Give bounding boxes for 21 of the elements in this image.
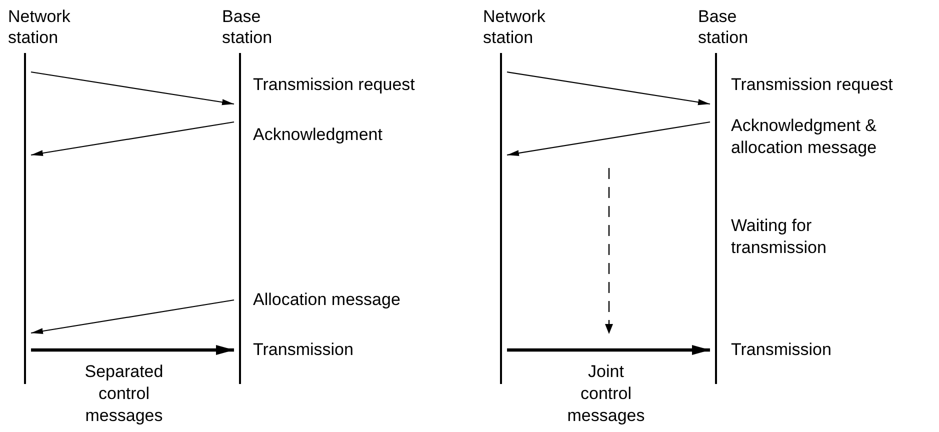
message-arrow	[506, 71, 710, 106]
message-arrow	[30, 121, 234, 156]
note-text: Separated control messages	[84, 361, 164, 427]
edge-label: Allocation message	[253, 289, 402, 311]
edge-label: Acknowledgment	[253, 124, 384, 146]
lifeline-label: Base station	[222, 6, 274, 48]
note-text: Waiting for transmission	[731, 215, 828, 259]
note-text: Joint control messages	[566, 361, 646, 427]
lifeline-label: Base station	[698, 6, 750, 48]
edge-label: Transmission	[253, 339, 354, 361]
lifeline-label: Network station	[8, 6, 72, 48]
message-arrow	[31, 345, 234, 355]
edge-label: Acknowledgment & allocation message	[731, 115, 878, 159]
message-arrow	[30, 71, 234, 106]
edge-label: Transmission	[731, 339, 832, 361]
edge-label: Transmission request	[253, 74, 416, 96]
message-arrow	[506, 121, 710, 156]
message-arrow	[30, 299, 234, 334]
edge-label: Transmission request	[731, 74, 894, 96]
lifeline-label: Network station	[483, 6, 546, 48]
message-arrow	[507, 345, 710, 355]
